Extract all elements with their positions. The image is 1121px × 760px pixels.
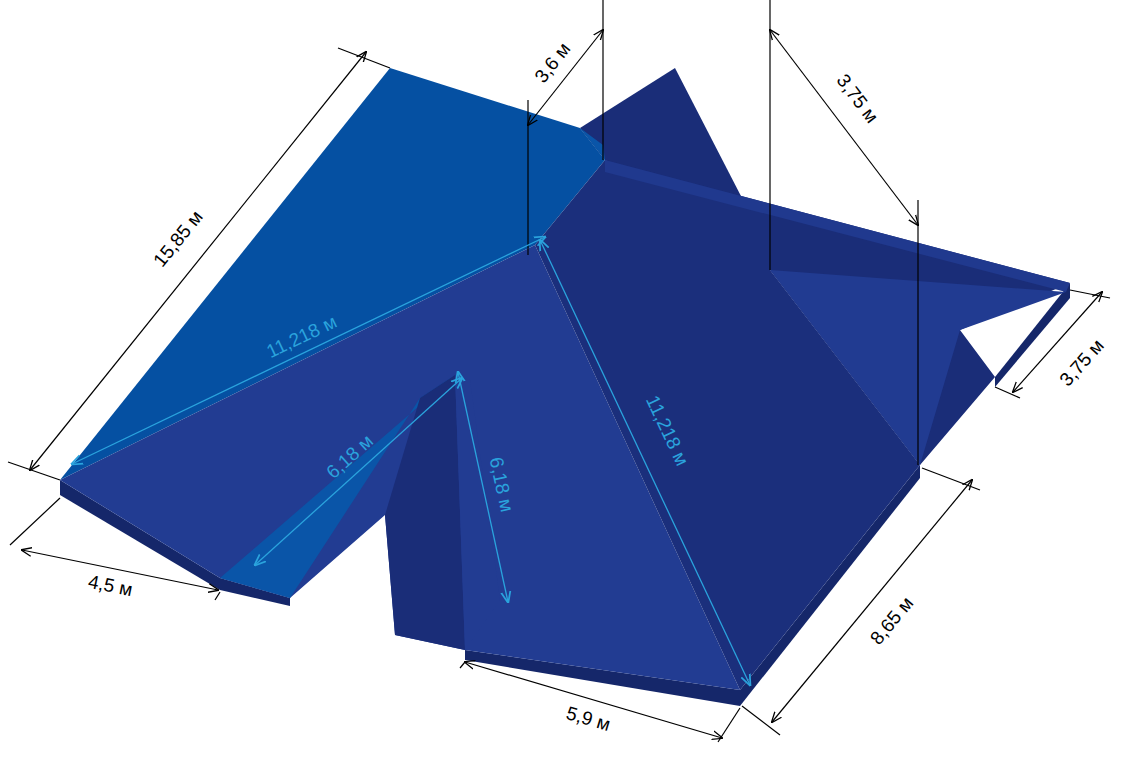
dimension-label: 5,9 м — [564, 703, 612, 734]
dimension-label: 8,65 м — [867, 593, 917, 648]
dimension-label: 4,5 м — [86, 571, 134, 599]
dimension-label: 15,85 м — [150, 206, 206, 269]
dimension-label: 3,75 м — [1056, 335, 1107, 389]
dimension-label: 3,75 м — [834, 70, 882, 126]
roof — [60, 68, 1070, 706]
dimension-lines — [8, 0, 1110, 742]
cyan-dimension-lines — [72, 237, 750, 685]
dimension-label: 3,6 м — [531, 39, 574, 86]
